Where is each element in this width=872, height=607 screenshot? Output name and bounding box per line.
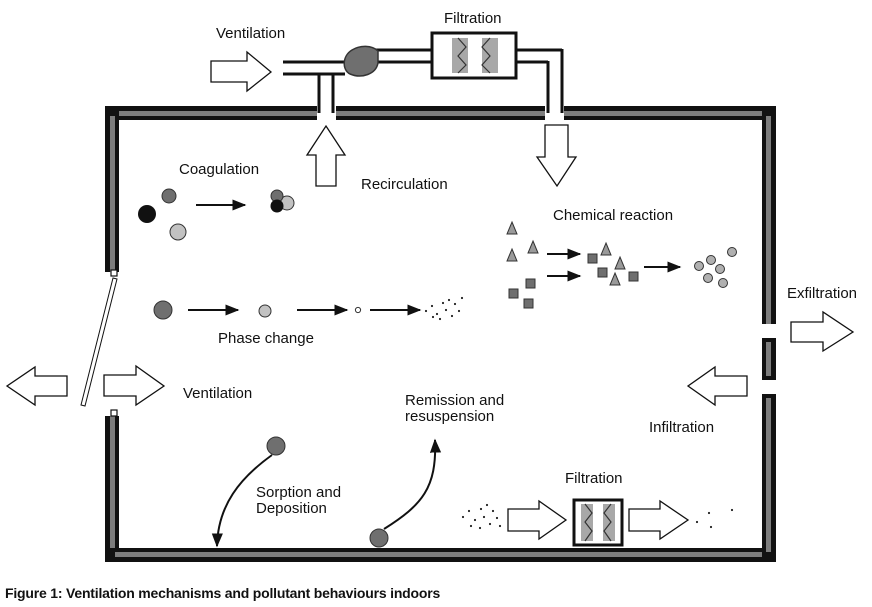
hvac-system — [283, 31, 564, 113]
door — [80, 269, 118, 417]
room-walls — [105, 106, 776, 562]
label-exfiltration: Exfiltration — [787, 285, 857, 302]
label-sorption-line1: Sorption and — [256, 484, 341, 501]
label-coagulation: Coagulation — [179, 161, 259, 178]
label-filtration-bottom: Filtration — [565, 470, 623, 487]
label-remission-line1: Remission and — [405, 392, 504, 409]
ventilation-in-arrow-side — [103, 364, 166, 407]
label-chemical-reaction: Chemical reaction — [553, 207, 673, 224]
filtration-out-arrow — [628, 499, 690, 541]
ventilation-out-arrow — [5, 365, 68, 407]
sorption-deposition-process — [211, 436, 286, 548]
infiltration-arrow — [686, 365, 748, 407]
label-filtration-top: Filtration — [444, 10, 502, 27]
ventilation-in-arrow-top — [210, 50, 273, 93]
label-ventilation-top: Ventilation — [216, 25, 285, 42]
filtration-in-arrow — [507, 499, 568, 541]
filtration-bottom-process — [461, 498, 734, 547]
block-arrows — [5, 50, 855, 541]
label-sorption-line2: Deposition — [256, 500, 327, 517]
label-remission-line2: resuspension — [405, 408, 494, 425]
chemical-reaction-process — [506, 220, 737, 309]
label-phase-change: Phase change — [218, 330, 314, 347]
filter-unit-bottom — [572, 498, 624, 547]
label-infiltration: Infiltration — [649, 419, 714, 436]
filter-unit-top — [430, 31, 518, 80]
label-recirculation: Recirculation — [361, 176, 448, 193]
fan-icon — [343, 45, 379, 77]
label-ventilation-side: Ventilation — [183, 385, 252, 402]
coagulation-process — [138, 188, 295, 241]
figure-caption: Figure 1: Ventilation mechanisms and pol… — [5, 585, 441, 601]
recirculation-arrow — [305, 124, 347, 187]
exfiltration-arrow — [790, 310, 855, 353]
diagram-labels: Ventilation Filtration Coagulation Recir… — [179, 10, 857, 517]
resuspension-process — [369, 438, 442, 548]
supply-air-arrow — [535, 124, 578, 188]
phase-change-process — [153, 296, 464, 321]
